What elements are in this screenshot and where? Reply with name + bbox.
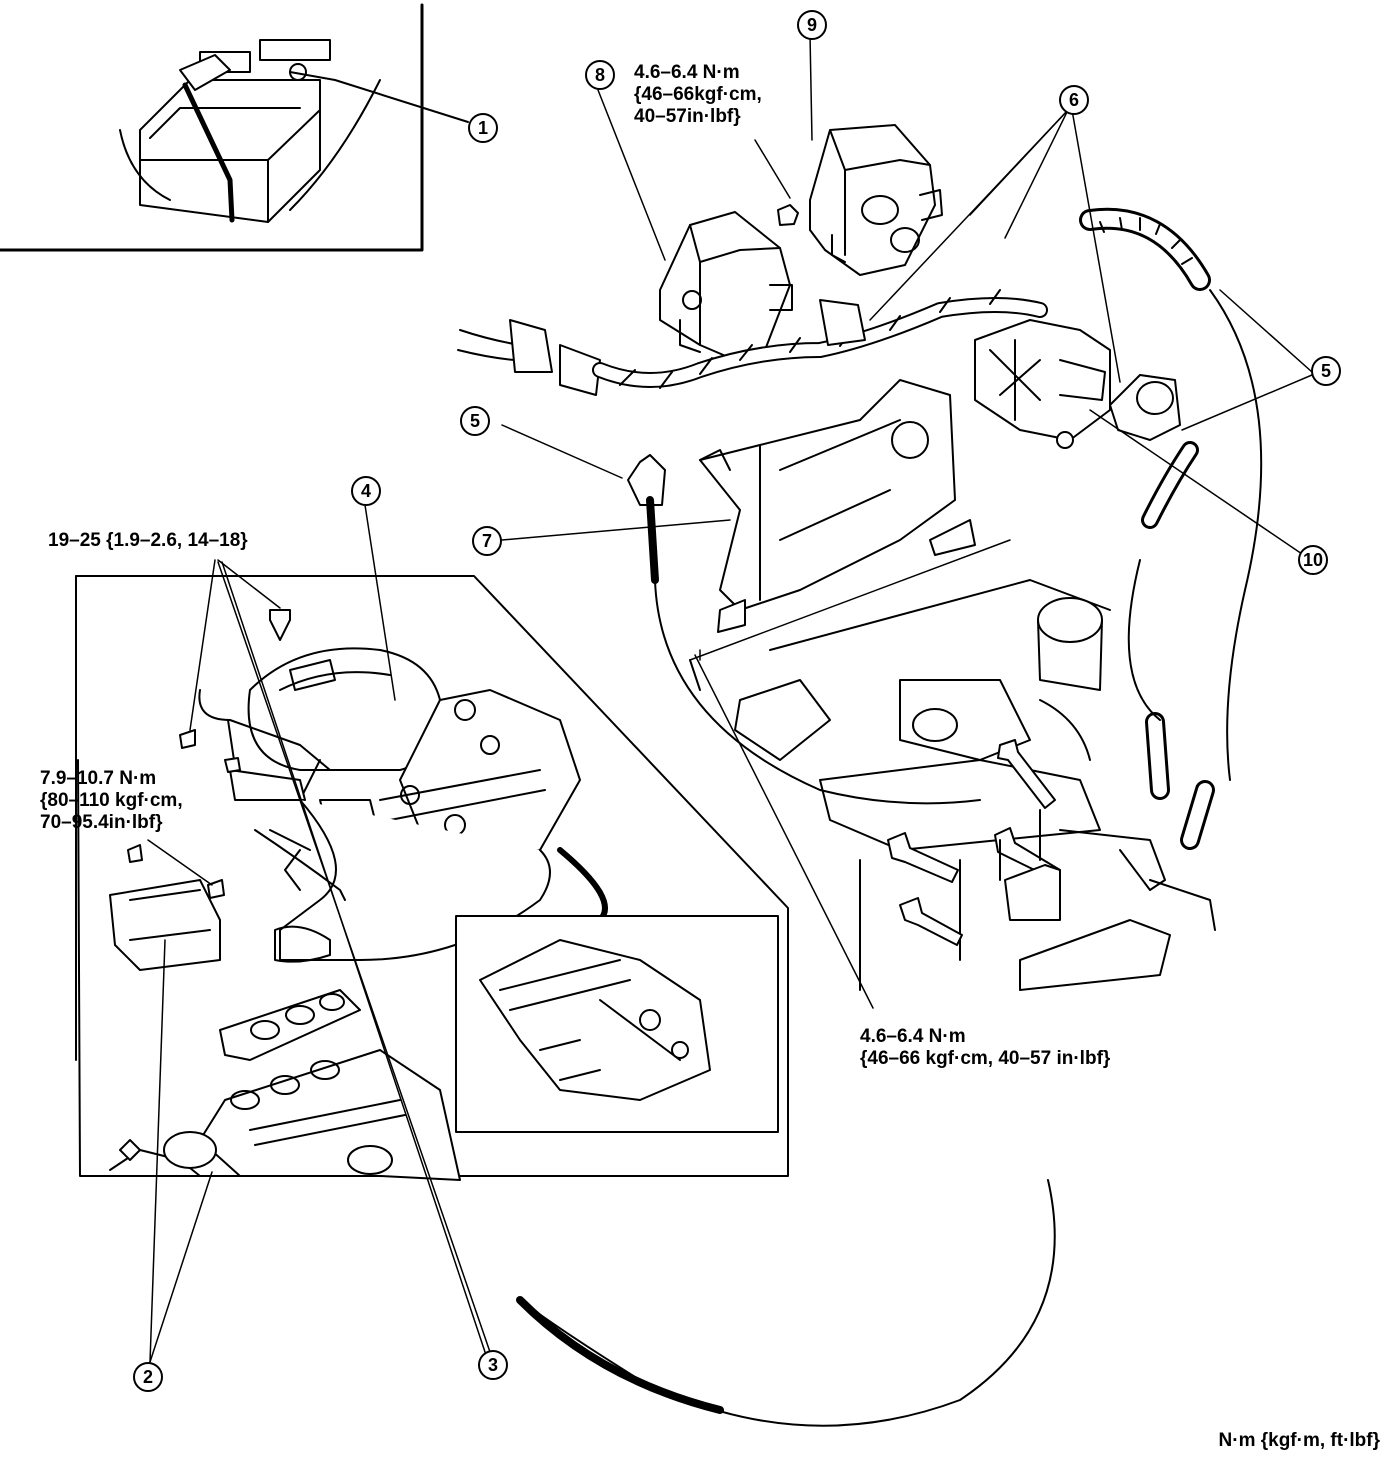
ignition-module-10 — [974, 319, 1181, 449]
callout-4: 4 — [351, 476, 381, 506]
torque-line: {46–66 kgf·cm, 40–57 in·lbf} — [860, 1048, 1111, 1069]
torque-line: 4.6–6.4 N·m — [634, 62, 740, 83]
coil-bracket-7 — [699, 379, 976, 633]
battery-inset — [0, 3, 469, 252]
callout-7: 7 — [472, 526, 502, 556]
torque-coil-bolt: 4.6–6.4 N·m {46–66kgf·cm, 40–57in·lbf} — [634, 62, 762, 128]
torque-line: 40–57in·lbf} — [634, 106, 741, 127]
callout-9: 9 — [797, 10, 827, 40]
torque-manifold-bolt: 19–25 {1.9–2.6, 14–18} — [48, 530, 248, 552]
ignition-coil-8 — [659, 211, 793, 361]
nut-coil — [777, 204, 799, 226]
ignition-coil-9 — [809, 124, 943, 276]
torque-line: 7.9–10.7 N·m — [40, 768, 157, 789]
callout-1: 1 — [468, 113, 498, 143]
callout-10: 10 — [1298, 545, 1328, 575]
torque-line: 70–95.4in·lbf} — [40, 812, 163, 833]
callout-6: 6 — [1059, 85, 1089, 115]
torque-line: {46–66kgf·cm, — [634, 84, 762, 105]
torque-line: 4.6–6.4 N·m — [860, 1026, 966, 1047]
intake-manifold-box — [75, 575, 789, 1181]
spark-plug-leads-5 — [627, 207, 1263, 991]
callout-5-right: 5 — [1311, 356, 1341, 386]
torque-line: {80–110 kgf·cm, — [40, 790, 183, 811]
callout-2: 2 — [133, 1362, 163, 1392]
callout-3: 3 — [478, 1350, 508, 1380]
torque-gasket-bolt: 7.9–10.7 N·m {80–110 kgf·cm, 70–95.4in·l… — [40, 768, 183, 834]
callout-8: 8 — [585, 60, 615, 90]
leader-lines — [147, 34, 1313, 1363]
callout-5-left: 5 — [460, 406, 490, 436]
torque-line: 19–25 {1.9–2.6, 14–18} — [48, 530, 248, 551]
engine-block-right — [689, 539, 1111, 991]
wiring-harness — [457, 289, 1048, 396]
torque-units-legend: N·m {kgf·m, ft·lbf} — [1218, 1430, 1380, 1451]
torque-bracket-nut: 4.6–6.4 N·m {46–66 kgf·cm, 40–57 in·lbf} — [860, 1026, 1110, 1070]
